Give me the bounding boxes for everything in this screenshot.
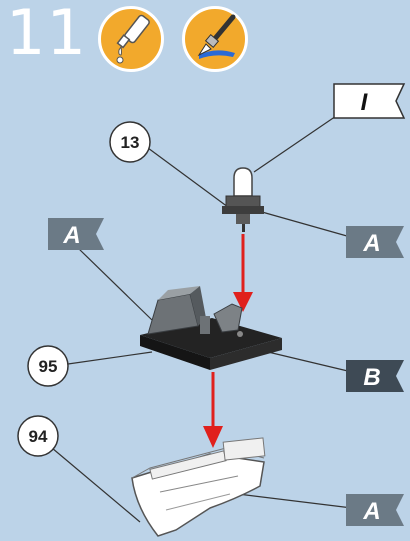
mount-base-part — [140, 286, 282, 370]
svg-text:B: B — [363, 364, 380, 391]
step-number: 11 — [6, 0, 87, 69]
svg-text:A: A — [362, 230, 380, 257]
svg-text:A: A — [62, 222, 80, 249]
paint-brush-icon — [182, 6, 248, 72]
assembly-arrow-2 — [203, 372, 223, 448]
flag-hull: A — [346, 494, 404, 526]
callout-13: 13 — [109, 121, 151, 163]
flag-top: I — [333, 83, 406, 119]
flag-bulb: A — [346, 226, 404, 258]
leader-lines — [51, 111, 355, 523]
callout-94: 94 — [17, 415, 59, 457]
svg-text:94: 94 — [29, 427, 48, 446]
assembly-arrow-1 — [233, 234, 253, 312]
svg-text:13: 13 — [121, 133, 140, 152]
flag-left: A — [48, 218, 104, 250]
flag-base: B — [346, 360, 404, 392]
callout-95: 95 — [27, 345, 69, 387]
svg-text:95: 95 — [39, 357, 58, 376]
svg-text:I: I — [361, 89, 369, 116]
light-bulb-part — [222, 167, 264, 232]
glue-tube-icon — [98, 6, 164, 72]
hull-part — [131, 437, 266, 537]
svg-text:A: A — [362, 498, 380, 525]
